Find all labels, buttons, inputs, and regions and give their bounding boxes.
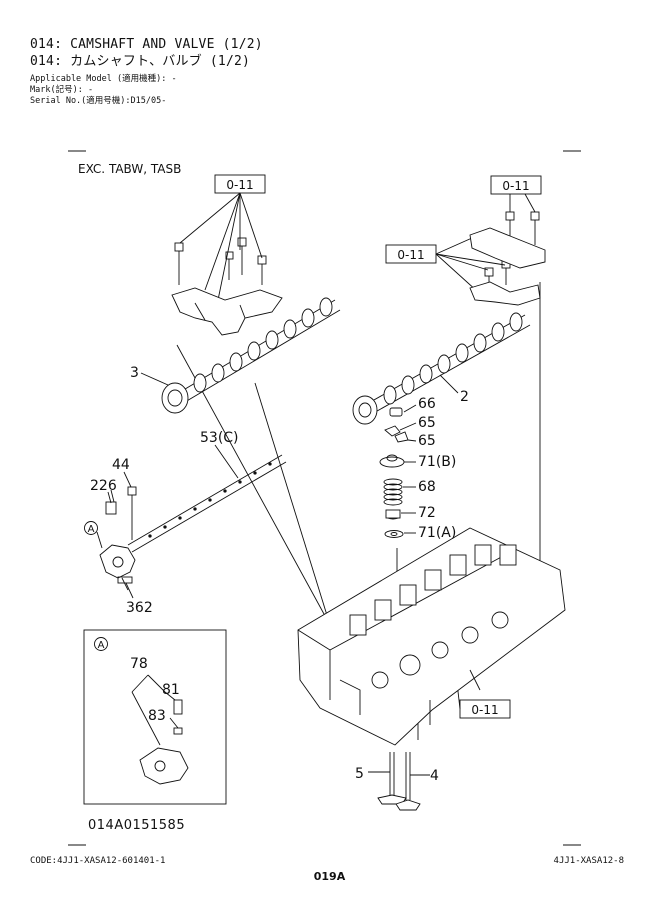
label-part-72: 72 [418, 505, 436, 521]
header: 014: CAMSHAFT AND VALVE (1/2) 014: カムシャフ… [30, 36, 263, 107]
label-part-71b: 71(B) [418, 454, 456, 470]
left-bolts [174, 237, 267, 285]
rocker-shaft-53c [127, 444, 287, 553]
svg-text:A: A [98, 640, 105, 651]
mark-field: Mark(記号): - [30, 85, 94, 95]
footer-code-right: 4JJ1-XASA12-8 [553, 856, 624, 866]
svg-text:0-11: 0-11 [226, 178, 253, 192]
applicable-model: Applicable Model (適用機種): - [30, 74, 177, 84]
valve-components [379, 407, 409, 538]
label-part-81: 81 [162, 682, 180, 698]
label-part-2: 2 [460, 389, 469, 405]
label-part-44: 44 [112, 457, 130, 473]
right-bolts [484, 211, 540, 292]
label-part-65-lower: 65 [418, 433, 436, 449]
camshaft-3 [161, 297, 341, 414]
label-part-78: 78 [130, 656, 148, 672]
page-title-japanese: 014: カムシャフト、バルブ (1/2) [30, 54, 251, 69]
label-part-3: 3 [130, 365, 139, 381]
svg-text:0-11: 0-11 [397, 248, 424, 262]
label-part-362: 362 [126, 600, 153, 616]
left-cam-cap [171, 287, 283, 336]
label-part-4: 4 [430, 768, 439, 784]
rocker-arm-assembly: A [84, 486, 137, 591]
ref-box-top-right: 0-11 [490, 175, 542, 195]
svg-text:0-11: 0-11 [471, 703, 498, 717]
cylinder-head [297, 527, 566, 746]
right-cam-cap-lower [469, 281, 541, 306]
ref-box-top-left: 0-11 [214, 174, 266, 194]
svg-text:0-11: 0-11 [502, 179, 529, 193]
valves [368, 752, 430, 811]
part-labels: 3 2 66 65 65 71(B) 68 72 71(A) 53(C) 44 … [90, 365, 469, 784]
right-cam-cap-upper [469, 227, 546, 269]
serial-number: Serial No.(適用号機):D15/05- [30, 96, 167, 106]
page-number: 019A [313, 870, 346, 883]
label-part-5: 5 [355, 766, 364, 782]
camshaft-2 [352, 312, 531, 425]
label-part-53c: 53(C) [200, 430, 239, 446]
ref-box-cylinder-head: 0-11 [459, 699, 511, 719]
label-part-71a: 71(A) [418, 525, 456, 541]
label-part-68: 68 [418, 479, 436, 495]
detail-a-box: A [83, 629, 227, 805]
footer-code-left: CODE:4JJ1-XASA12-601401-1 [30, 856, 166, 866]
page-title: 014: CAMSHAFT AND VALVE (1/2) [30, 37, 263, 52]
illustration-id: 014A0151585 [88, 818, 186, 833]
crop-marks [68, 150, 581, 846]
label-part-226: 226 [90, 478, 117, 494]
label-part-83: 83 [148, 708, 166, 724]
label-part-65-upper: 65 [418, 415, 436, 431]
ref-box-mid-right: 0-11 [385, 244, 437, 264]
exception-note: EXC. TABW, TASB [78, 162, 181, 176]
label-part-66: 66 [418, 396, 436, 412]
detail-marker-a: A [88, 524, 95, 535]
